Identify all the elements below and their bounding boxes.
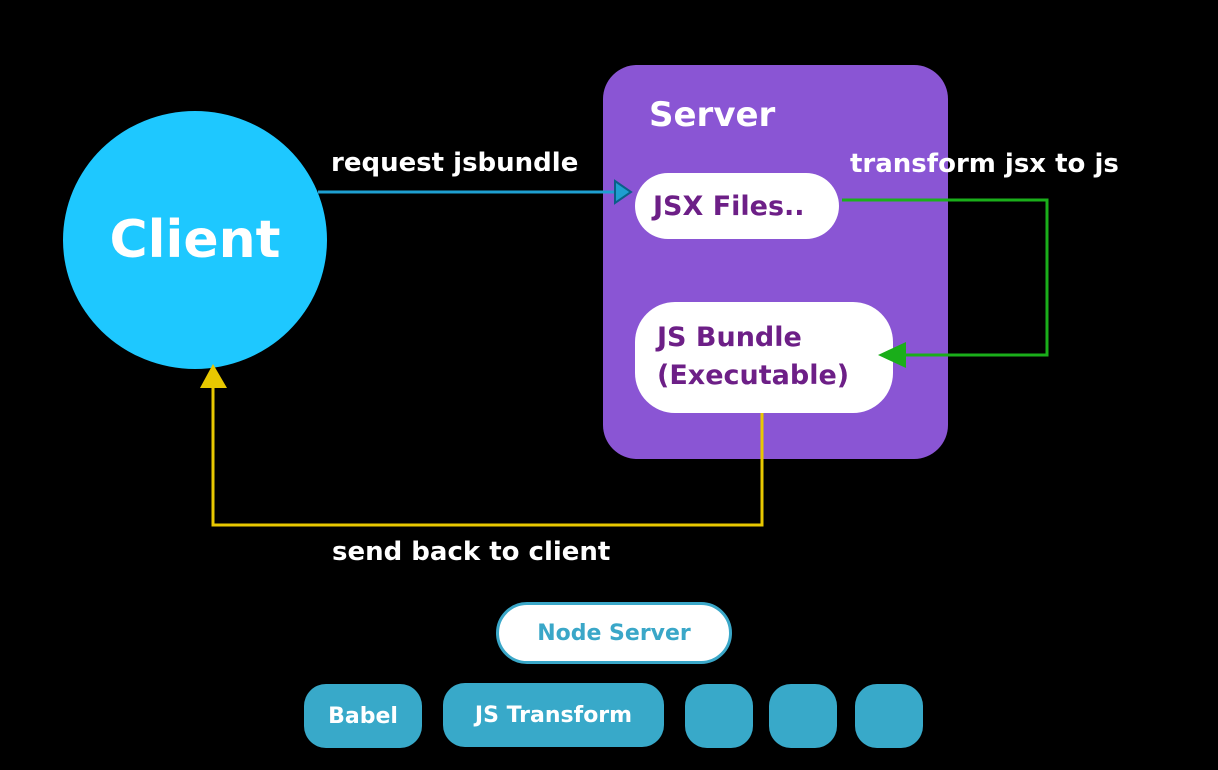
node-server-label: Node Server bbox=[537, 620, 691, 646]
server-title: Server bbox=[649, 95, 776, 135]
js-transform-chip: JS Transform bbox=[443, 683, 664, 747]
jsx-files-node: JSX Files.. bbox=[635, 173, 839, 239]
client-node: Client bbox=[63, 111, 327, 369]
js-transform-label: JS Transform bbox=[474, 702, 633, 728]
empty-chip-2 bbox=[769, 684, 837, 748]
node-server-badge: Node Server bbox=[496, 602, 732, 664]
jsx-files-label: JSX Files.. bbox=[653, 190, 805, 222]
babel-label: Babel bbox=[328, 703, 398, 729]
js-bundle-node: JS Bundle (Executable) bbox=[635, 302, 893, 413]
request-edge-label: request jsbundle bbox=[331, 148, 579, 178]
babel-chip: Babel bbox=[304, 684, 422, 748]
empty-chip-1 bbox=[685, 684, 753, 748]
server-container: Server JSX Files.. JS Bundle (Executable… bbox=[603, 65, 948, 459]
transform-edge-label: transform jsx to js bbox=[850, 149, 1119, 179]
empty-chip-3 bbox=[855, 684, 923, 748]
js-bundle-label-line2: (Executable) bbox=[657, 360, 850, 391]
send-back-edge-label: send back to client bbox=[332, 537, 611, 567]
js-bundle-label-line1: JS Bundle bbox=[657, 322, 802, 353]
client-label: Client bbox=[109, 210, 281, 270]
